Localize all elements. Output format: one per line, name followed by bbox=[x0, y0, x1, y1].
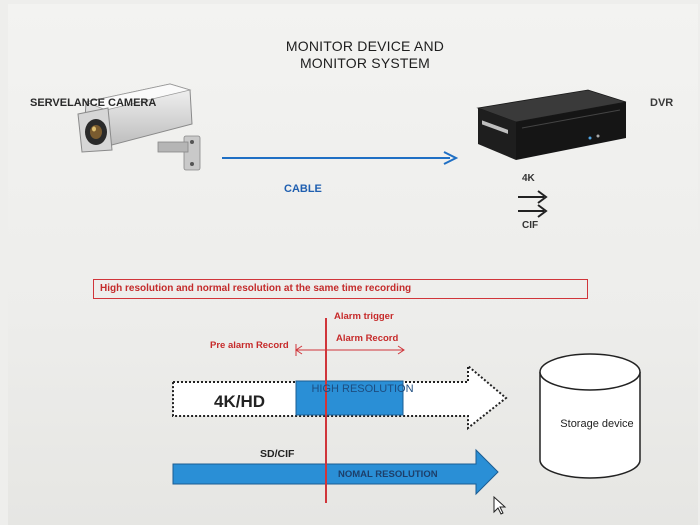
pre-alarm-label: Pre alarm Record bbox=[210, 340, 289, 351]
normal-resolution-label: NOMAL RESOLUTION bbox=[338, 469, 438, 480]
sd-stream-label: SD/CIF bbox=[260, 448, 294, 460]
hd-stream-label: 4K/HD bbox=[214, 392, 265, 412]
sd-stream-arrow bbox=[173, 450, 498, 494]
alarm-trigger-label: Alarm trigger bbox=[334, 311, 394, 322]
mouse-cursor-icon bbox=[494, 497, 505, 514]
storage-label: Storage device bbox=[548, 418, 646, 430]
alarm-record-label: Alarm Record bbox=[336, 333, 398, 344]
high-resolution-label: HIGH RESOLUTION bbox=[300, 383, 425, 395]
